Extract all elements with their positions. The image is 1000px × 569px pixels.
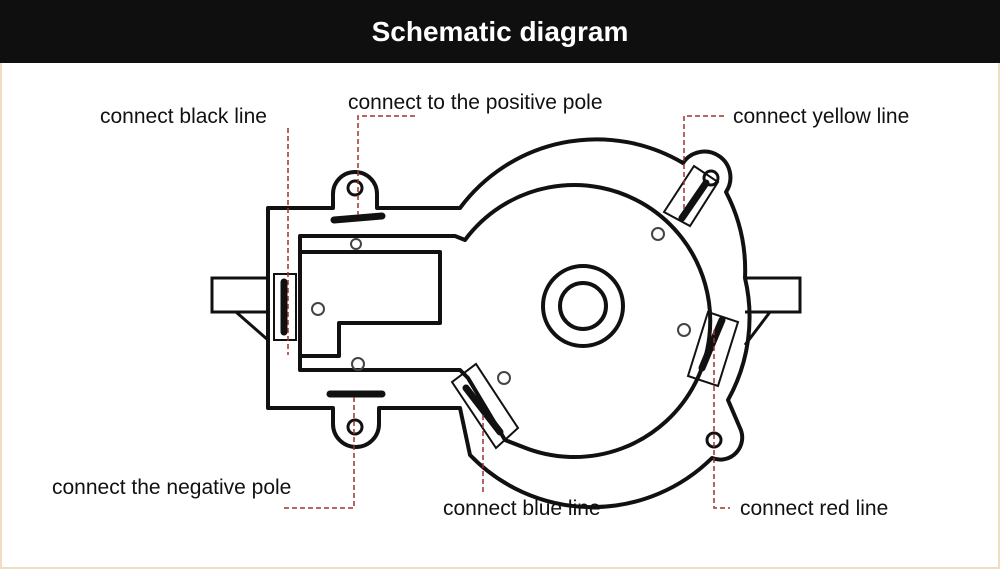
mount-hole-top bbox=[346, 179, 364, 197]
leader-red bbox=[713, 330, 730, 509]
contact-housing-red bbox=[686, 310, 740, 388]
contact-red bbox=[698, 316, 726, 372]
cavity-outline bbox=[298, 250, 442, 358]
screw bbox=[651, 227, 665, 241]
screw bbox=[311, 302, 325, 316]
left-shaft bbox=[210, 276, 270, 314]
label-connect-blue-line: connect blue line bbox=[443, 497, 601, 520]
leader-yellow bbox=[683, 115, 724, 210]
contact-housing-yellow bbox=[662, 164, 720, 228]
shaft-inner bbox=[558, 281, 608, 331]
contact-housing-black bbox=[273, 273, 297, 341]
right-shaft bbox=[745, 276, 802, 314]
inner-chamber bbox=[298, 183, 713, 459]
contact-positive bbox=[330, 212, 386, 224]
mount-hole-bottom bbox=[346, 418, 364, 436]
label-connect-positive-pole: connect to the positive pole bbox=[348, 91, 603, 114]
title-bar: Schematic diagram bbox=[0, 0, 1000, 63]
label-connect-red-line: connect red line bbox=[740, 497, 889, 520]
mount-hole-right-top bbox=[702, 169, 720, 187]
screw bbox=[350, 238, 362, 250]
left-wedge bbox=[235, 310, 269, 342]
screw bbox=[677, 323, 691, 337]
contact-housing-blue bbox=[450, 362, 520, 450]
screw bbox=[497, 371, 511, 385]
label-connect-yellow-line: connect yellow line bbox=[733, 105, 910, 128]
leader-negative bbox=[284, 396, 355, 509]
contact-blue bbox=[462, 384, 504, 436]
label-connect-negative-pole: connect the negative pole bbox=[52, 476, 292, 499]
right-wedge bbox=[743, 311, 772, 346]
shaft-outer bbox=[541, 264, 625, 348]
page-title: Schematic diagram bbox=[371, 15, 629, 47]
screw bbox=[351, 357, 365, 371]
contact-yellow bbox=[678, 179, 710, 222]
label-connect-black-line: connect black line bbox=[100, 105, 267, 128]
housing-outline bbox=[266, 137, 752, 510]
leader-positive bbox=[357, 115, 415, 215]
